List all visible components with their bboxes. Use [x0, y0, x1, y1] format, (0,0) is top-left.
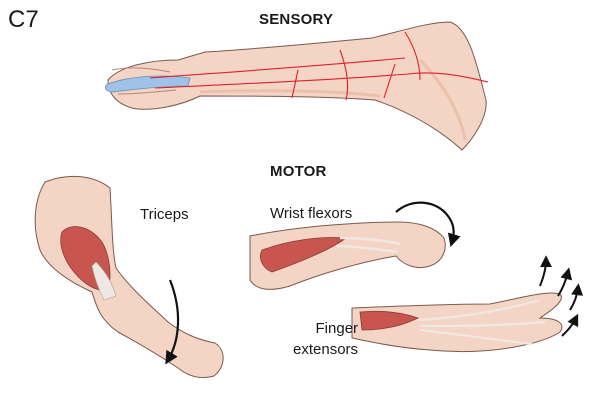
- c7-dermatome-highlight: [104, 75, 191, 93]
- triceps-label: Triceps: [140, 206, 189, 223]
- triceps-extension-arrow: [165, 279, 180, 365]
- finger-extensor-muscle: [359, 310, 420, 331]
- sensory-section-title: SENSORY: [259, 11, 334, 28]
- wrist-flexor-tendons: [335, 236, 401, 254]
- sensory-arm-illustration: [104, 21, 489, 151]
- wrist-flexion-arrow: [395, 201, 461, 248]
- nerve-root-label: C7: [8, 6, 39, 33]
- finger-extensors-label-line1: Finger: [315, 320, 359, 337]
- triceps-arm-illustration: [34, 175, 224, 379]
- finger-extensors-illustration: [351, 255, 584, 353]
- wrist-flexors-illustration: [249, 201, 461, 290]
- triceps-tendon: [91, 261, 117, 301]
- finger-extension-arrows: [539, 255, 584, 337]
- triceps-arm-skin: [34, 175, 224, 379]
- wrist-flexors-label: Wrist flexors: [270, 205, 353, 222]
- finger-extensor-tendons: [417, 298, 546, 346]
- motor-section-title: MOTOR: [270, 163, 327, 180]
- finger-extensors-label: Finger extensors: [293, 318, 358, 360]
- finger-extensors-label-line2: extensors: [293, 341, 359, 358]
- sensory-arm-skin: [107, 21, 487, 151]
- wrist-flexor-muscles: [260, 237, 348, 273]
- wrist-arm-skin: [249, 221, 446, 290]
- dermatome-boundary-lines: [149, 31, 489, 101]
